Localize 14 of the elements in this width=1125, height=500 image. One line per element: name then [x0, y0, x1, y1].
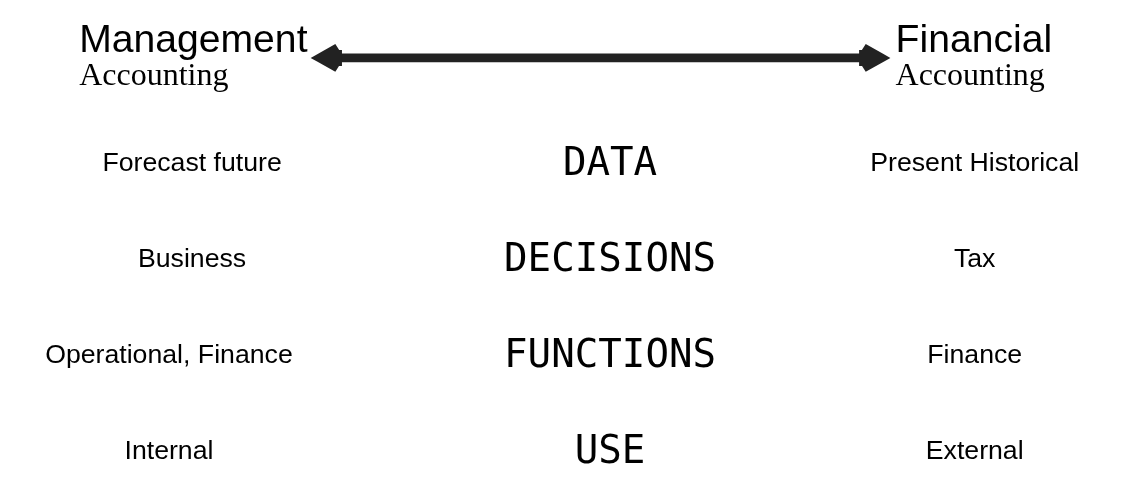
label: Business — [137, 242, 247, 273]
label: Operational, Finance — [45, 338, 293, 369]
label: Present Historical — [870, 146, 1080, 177]
label: DECISIONS — [504, 234, 717, 280]
label: Finance — [927, 338, 1023, 369]
label: Internal — [124, 435, 214, 465]
label: FUNCTIONS — [504, 330, 717, 376]
label: USE — [574, 426, 646, 472]
label: Forecast future — [102, 146, 282, 177]
label: Tax — [953, 242, 996, 273]
label: DATA — [562, 138, 658, 184]
label: External — [925, 435, 1024, 465]
node-text: Financial Accounting — [895, 16, 1053, 93]
node-text: Management Accounting — [79, 16, 308, 93]
